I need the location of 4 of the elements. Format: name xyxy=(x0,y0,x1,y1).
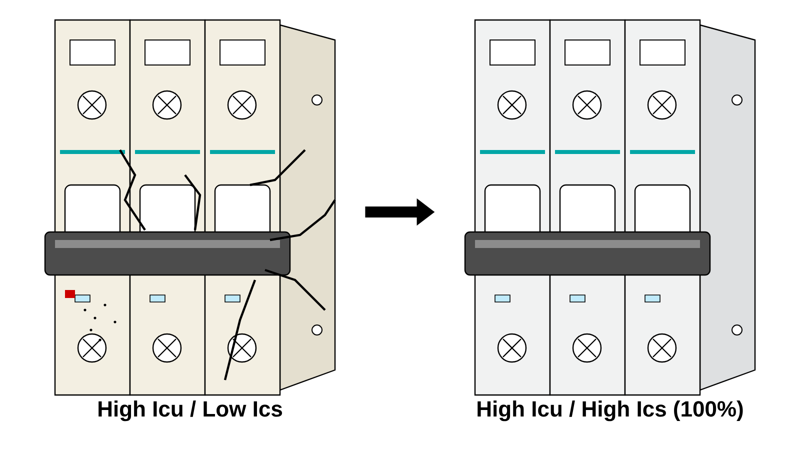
node-label: High Icu / High Ics (100%) xyxy=(478,400,743,422)
circuit-breaker-drawing xyxy=(44,19,336,396)
circuit-breaker-drawing xyxy=(464,19,756,396)
node-label: High Icu / Low Ics xyxy=(98,400,282,422)
